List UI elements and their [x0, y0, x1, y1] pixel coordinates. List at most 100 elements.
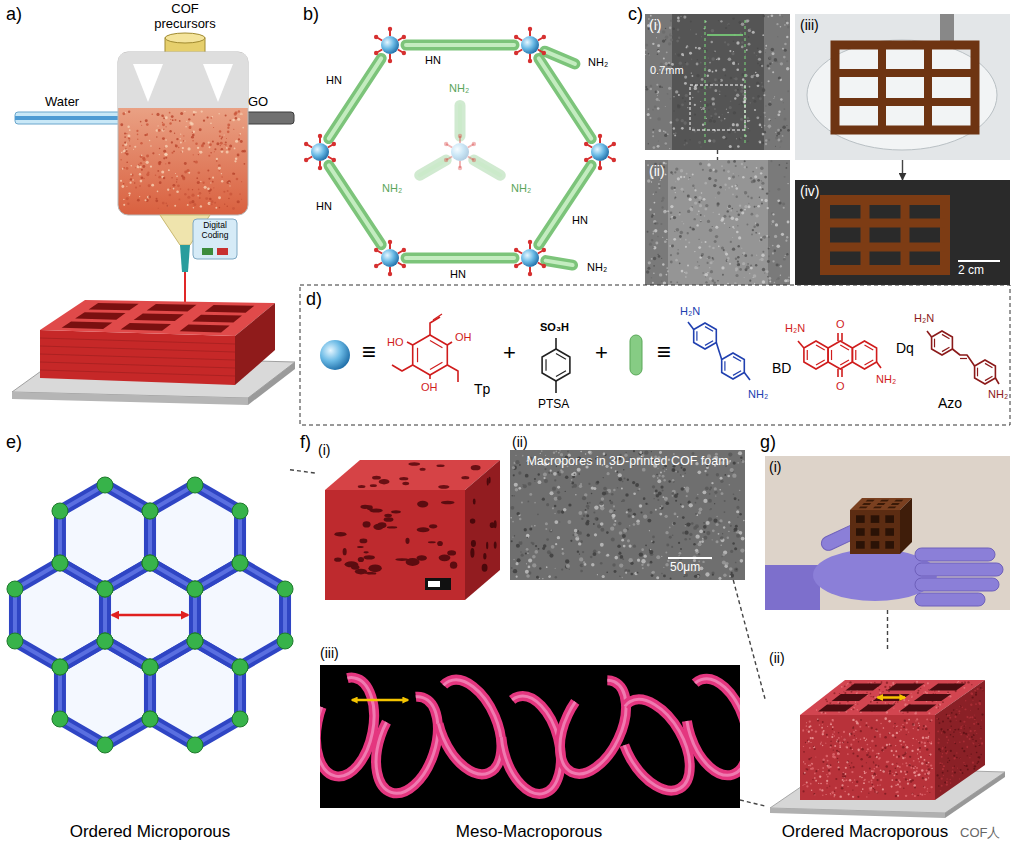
illustration-circle: [146, 134, 148, 136]
illustration-circle: [727, 205, 730, 208]
illustration-ellipse: [483, 553, 486, 559]
sem-and-photos: [645, 14, 1010, 285]
platform-side: [248, 362, 295, 405]
illustration-circle: [722, 114, 723, 115]
illustration-circle: [720, 20, 722, 22]
water-flow: [15, 116, 123, 120]
illustration-circle: [551, 472, 552, 473]
illustration-circle: [684, 101, 686, 103]
illustration-circle: [772, 252, 774, 254]
illustration-circle: [694, 87, 697, 90]
illustration-circle: [163, 129, 165, 131]
illustration-circle: [659, 129, 660, 130]
illustration-line: [40, 338, 235, 344]
illustration-circle: [513, 474, 515, 476]
illustration-circle: [709, 245, 711, 247]
illustration-circle: [560, 469, 562, 471]
illustration-circle: [769, 191, 770, 192]
illustration-circle: [311, 143, 329, 161]
illustration-circle: [458, 134, 462, 138]
illustration-circle: [538, 480, 542, 484]
illustration-circle: [602, 575, 605, 578]
illustration-circle: [684, 140, 686, 142]
illustration-circle: [532, 465, 533, 466]
illustration-circle: [679, 235, 682, 238]
illustration-circle: [672, 27, 675, 30]
illustration-circle: [786, 60, 788, 62]
sticker: [428, 581, 440, 587]
illustration-polyline: [841, 333, 843, 341]
illustration-circle: [610, 467, 612, 469]
illustration-circle: [595, 481, 599, 485]
illustration-circle: [514, 264, 518, 268]
illustration-circle: [722, 560, 726, 564]
illustration-circle: [767, 207, 769, 209]
illustration-circle: [741, 211, 744, 214]
illustration-polygon: [89, 303, 139, 310]
illustration-circle: [745, 19, 748, 22]
illustration-circle: [658, 141, 659, 142]
illustration-circle: [528, 559, 532, 563]
illustration-circle: [195, 160, 198, 163]
illustration-circle: [694, 266, 697, 269]
illustration-circle: [226, 150, 229, 153]
illustration-circle: [229, 182, 230, 183]
illustration-circle: [739, 138, 741, 140]
illustration-circle: [157, 125, 158, 126]
illustration-circle: [515, 488, 518, 491]
illustration-line: [40, 354, 235, 360]
illustration-circle: [746, 49, 748, 51]
illustration-circle: [683, 16, 686, 19]
illustration-circle: [684, 272, 685, 273]
illustration-circle: [632, 481, 635, 484]
illustration-circle: [571, 479, 573, 481]
illustration-circle: [759, 97, 762, 100]
cube-front: [325, 490, 465, 600]
illustration-circle: [652, 43, 654, 45]
illustration-circle: [761, 237, 763, 239]
illustration-polyline: [837, 369, 839, 377]
illustration-circle: [569, 569, 570, 570]
illustration-circle: [673, 238, 676, 241]
illustration-ellipse: [471, 540, 476, 547]
illustration-circle: [180, 138, 181, 139]
illustration-circle: [579, 557, 583, 561]
illustration-circle: [168, 169, 170, 171]
illustration-circle: [675, 471, 677, 473]
illustration-circle: [444, 142, 448, 146]
illustration-polygon: [60, 641, 150, 745]
illustration-ellipse: [402, 482, 409, 485]
illustration-circle: [234, 148, 236, 150]
illustration-circle: [786, 253, 788, 255]
illustration-circle: [208, 141, 210, 143]
illustration-circle: [662, 30, 665, 33]
illustration-circle: [773, 98, 774, 99]
illustration-circle: [786, 36, 788, 38]
illustration-circle: [782, 16, 783, 17]
illustration-circle: [167, 189, 169, 191]
illustration-circle: [760, 239, 763, 242]
illustration-circle: [203, 120, 205, 122]
illustration-circle: [761, 180, 762, 181]
illustration-circle: [129, 193, 131, 195]
illustration-circle: [782, 135, 784, 137]
illustration-circle: [143, 178, 145, 180]
coding-led: [217, 248, 228, 255]
illustration-circle: [704, 470, 706, 472]
illustration-polyline: [688, 322, 694, 330]
illustration-circle: [730, 525, 732, 527]
illustration-circle: [52, 659, 68, 675]
illustration-circle: [754, 206, 756, 208]
illustration-circle: [725, 95, 727, 97]
illustration-circle: [736, 138, 737, 139]
illustration-circle: [742, 93, 745, 96]
illustration-circle: [677, 177, 680, 180]
measure-line: [705, 20, 706, 145]
illustration-circle: [692, 185, 694, 187]
illustration-circle: [628, 508, 632, 512]
illustration-circle: [157, 191, 159, 193]
illustration-circle: [684, 573, 688, 577]
illustration-circle: [671, 186, 674, 189]
illustration-circle: [659, 85, 661, 87]
illustration-circle: [787, 129, 790, 132]
